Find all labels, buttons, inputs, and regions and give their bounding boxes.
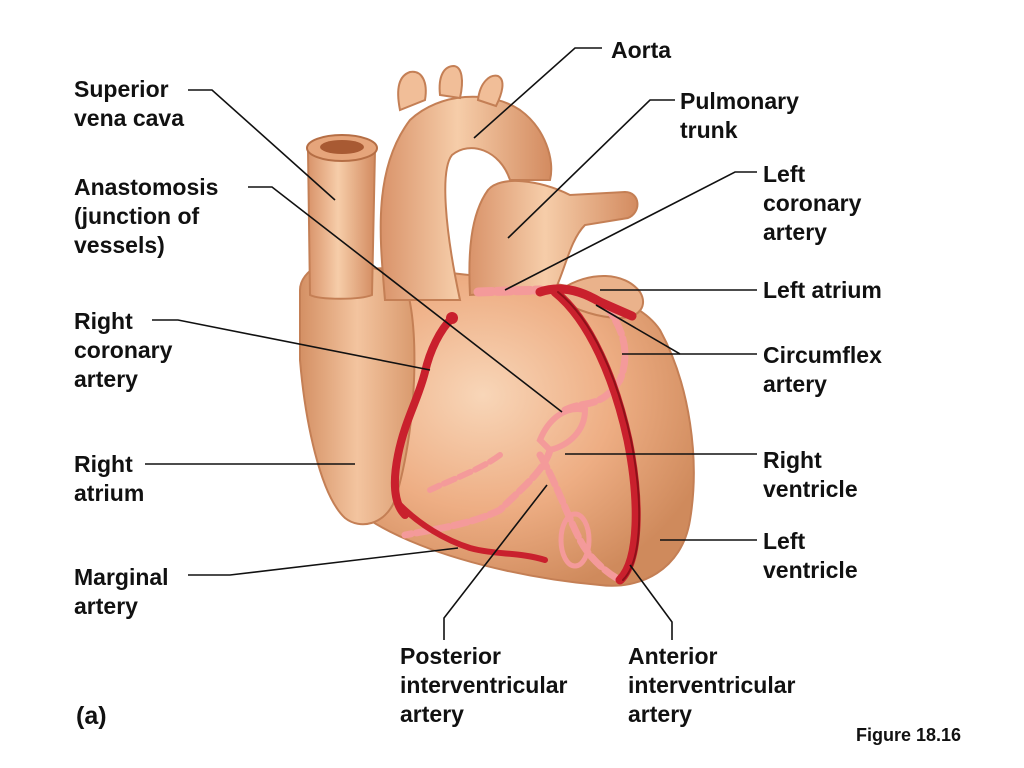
left-coronary-artery-vessel: [535, 284, 637, 321]
figure-number: Figure 18.16: [856, 725, 962, 745]
marginal-artery-vessel: [397, 502, 548, 563]
leader-anterior-interventricular: [629, 564, 673, 640]
label-posterior-interventricular-artery: Posterior interventricular artery: [400, 643, 568, 727]
pale-circumflex-branch: [561, 301, 629, 414]
leader-posterior-interventricular: [443, 484, 548, 640]
leader-marginal-artery: [188, 547, 459, 576]
label-right-coronary-artery: Right coronary artery: [74, 308, 173, 392]
label-marginal-artery: Marginal artery: [74, 564, 169, 619]
label-superior-vena-cava: Superior vena cava: [74, 76, 184, 131]
leader-pulmonary-trunk: [507, 99, 675, 239]
label-circumflex-artery: Circumflex artery: [763, 342, 882, 397]
right-coronary-ostium: [446, 312, 458, 324]
vena-cava-lumen: [320, 140, 364, 154]
anterior-interventricular-vessel: [550, 287, 641, 585]
label-left-atrium: Left atrium: [763, 277, 882, 303]
pale-coronary-sinus: [473, 285, 545, 297]
leader-right-coronary-artery: [152, 319, 431, 371]
label-anterior-interventricular-artery: Anterior interventricular artery: [628, 643, 796, 727]
label-aorta: Aorta: [611, 37, 672, 63]
label-left-ventricle: Left ventricle: [763, 528, 858, 583]
subclavian-branch: [476, 74, 504, 108]
pulmonary-trunk: [468, 179, 639, 297]
superior-vena-cava: [306, 149, 377, 300]
right-coronary-artery-vessel: [390, 314, 456, 519]
leader-aorta: [473, 47, 602, 139]
leader-left-coronary-artery: [504, 171, 757, 291]
label-pulmonary-trunk: Pulmonary trunk: [680, 88, 799, 143]
leader-superior-vena-cava: [188, 89, 336, 201]
coronary-vessels: [390, 284, 641, 585]
pale-anastomosis-node: [558, 511, 592, 569]
panel-letter: (a): [76, 702, 107, 730]
leader-anastomosis: [248, 186, 563, 413]
heart-body: [299, 64, 695, 587]
anterior-interventricular-edge: [557, 291, 641, 581]
label-anastomosis: Anastomosis (junction of vessels): [74, 174, 219, 258]
pale-anastomosis-loop: [536, 406, 589, 454]
pale-descending-vessel: [536, 451, 624, 584]
aorta: [379, 95, 553, 301]
label-right-atrium: Right atrium: [74, 451, 145, 506]
leader-lines: [145, 47, 757, 640]
brachiocephalic-branch: [397, 70, 427, 112]
pale-side-branch: [427, 452, 503, 493]
label-right-ventricle: Right ventricle: [763, 447, 858, 502]
carotid-branch: [438, 64, 463, 100]
label-left-coronary-artery: Left coronary artery: [763, 161, 862, 245]
